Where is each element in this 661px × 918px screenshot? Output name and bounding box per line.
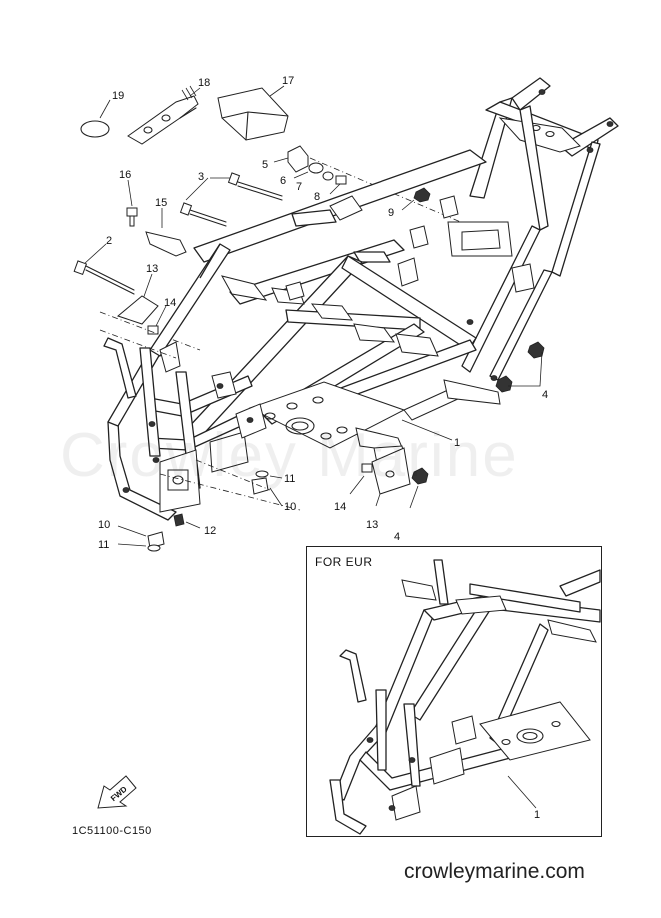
part-6-washer [308, 162, 324, 174]
callout-13-lower: 13 [366, 519, 378, 531]
eur-inset-title: FOR EUR [315, 555, 373, 569]
callout-6: 6 [280, 175, 286, 187]
part-3-bolt [179, 172, 283, 227]
part-5-collar [287, 145, 309, 173]
part-8-bolt [329, 175, 347, 195]
part-15-bracket [145, 208, 187, 257]
part-4-nut-front [409, 467, 429, 509]
part-19-ring [80, 120, 110, 138]
part-7-washer [322, 171, 334, 181]
part-9-nut [401, 187, 431, 211]
part-16-bolt [126, 179, 138, 227]
part-17-toolbag [217, 87, 289, 141]
part-14-lower-bolt [349, 463, 373, 495]
part-13-lower-bracket [371, 447, 411, 495]
callout-14-upper: 14 [164, 297, 176, 309]
callout-4-rear: 4 [542, 389, 548, 401]
callout-15: 15 [155, 197, 167, 209]
part-12-nut [173, 513, 185, 527]
part-10-damper [147, 477, 269, 549]
callout-10-lower: 10 [98, 519, 110, 531]
site-link[interactable]: crowleymarine.com [404, 860, 585, 883]
part-13-upper-bracket [116, 273, 159, 325]
part-2-bolt [73, 243, 135, 295]
callout-2: 2 [106, 235, 112, 247]
frame-main [103, 77, 619, 521]
callout-18: 18 [198, 77, 210, 89]
watermark: Crowley Marine [60, 421, 519, 490]
callout-3: 3 [198, 171, 204, 183]
callout-10-upper: 10 [284, 501, 296, 513]
part-11-washer [147, 470, 269, 552]
part-4-nut-rear [495, 341, 545, 393]
callout-1-main: 1 [454, 437, 460, 449]
fwd-arrow-icon: FWD [97, 775, 137, 809]
callout-12: 12 [204, 525, 216, 537]
callout-16: 16 [119, 169, 131, 181]
callout-8: 8 [314, 191, 320, 203]
part-18-bracket [127, 85, 199, 145]
eur-inset: FOR EUR [306, 546, 602, 837]
callout-17: 17 [282, 75, 294, 87]
callout-11-lower: 11 [98, 539, 109, 551]
callout-7: 7 [296, 181, 302, 193]
callout-5: 5 [262, 159, 268, 171]
callout-11-upper: 11 [284, 473, 295, 485]
callout-19: 19 [112, 90, 124, 102]
callout-13-upper: 13 [146, 263, 158, 275]
callout-4-front: 4 [394, 531, 400, 543]
eur-frame [329, 559, 601, 835]
callout-14-lower: 14 [334, 501, 346, 513]
part-14-upper-bolt [147, 305, 167, 335]
figure-code: 1C51100-C150 [72, 825, 152, 837]
callout-9: 9 [388, 207, 394, 219]
callout-1-eur: 1 [534, 809, 540, 821]
